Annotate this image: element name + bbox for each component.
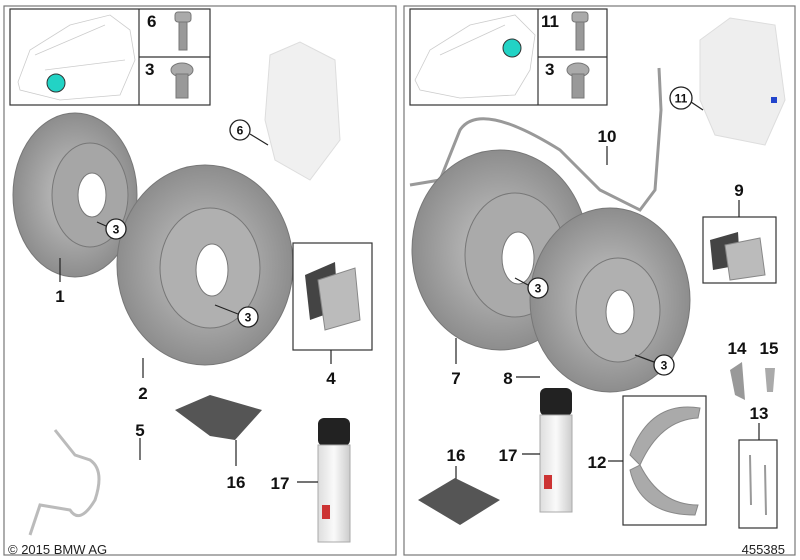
wear-sensor-icon: [28, 429, 101, 536]
inset-label-bolt: 6: [147, 12, 156, 31]
label-disc1: 1: [55, 287, 64, 306]
svg-text:3: 3: [245, 311, 252, 325]
label-pads: 4: [326, 369, 336, 388]
inset-label-plug: 3: [145, 60, 154, 79]
brake-caliper-icon: [264, 41, 341, 181]
left-panel: 6 3 6 3 3 1 2 4 5 16: [3, 5, 397, 557]
callout-disc1-screw: 3: [96, 218, 127, 240]
spray-can-icon: [539, 388, 573, 513]
springs-box: [738, 439, 778, 529]
label-paste: 16: [447, 446, 466, 465]
part14-icon: [730, 362, 745, 400]
label-part15: 15: [760, 339, 779, 358]
label-sensor: 5: [135, 421, 144, 440]
label-paste: 16: [227, 473, 246, 492]
svg-text:6: 6: [237, 124, 244, 138]
m-badge-icon: [771, 97, 777, 103]
brake-disc-2: [116, 164, 294, 366]
paste-sachet-icon: [175, 395, 262, 440]
brake-disc-8: [529, 207, 691, 393]
label-spray: 17: [271, 474, 290, 493]
diagram-id: 455385: [742, 542, 785, 557]
callout-caliper-bolt: 6: [229, 119, 269, 146]
label-shoes: 12: [588, 453, 607, 472]
car-outline-icon: [17, 14, 136, 101]
plug-screw-icon: [566, 62, 590, 99]
brake-caliper-icon: [699, 17, 786, 146]
location-marker-icon: [46, 73, 66, 93]
inset-label-plug: 3: [545, 60, 554, 79]
label-springs: 13: [750, 404, 769, 423]
label-spray: 17: [499, 446, 518, 465]
label-pads: 9: [734, 181, 743, 200]
svg-text:3: 3: [113, 223, 120, 237]
brake-pads-icon: [305, 262, 361, 331]
label-disc8: 8: [503, 369, 512, 388]
svg-text:3: 3: [535, 282, 542, 296]
callout-disc7-screw: 3: [514, 277, 549, 299]
left-frame: [3, 5, 397, 556]
label-part14: 14: [728, 339, 747, 358]
wear-sensor-icon: [409, 67, 663, 212]
label-disc7: 7: [451, 369, 460, 388]
callout-disc2-screw: 3: [214, 304, 259, 328]
label-disc2: 2: [138, 384, 147, 403]
callout-disc8-screw: 3: [634, 354, 675, 376]
paste-sachet-icon: [418, 478, 500, 525]
pads-box: [292, 242, 373, 351]
parking-brake-shoes-icon: [629, 406, 701, 516]
brake-pads-icon: [710, 232, 766, 281]
label-sensor: 10: [598, 127, 617, 146]
right-frame: [403, 5, 796, 556]
svg-text:3: 3: [661, 359, 668, 373]
copyright: © 2015 BMW AG: [8, 542, 107, 557]
spray-can-icon: [317, 418, 351, 543]
springs-icon: [749, 454, 767, 516]
location-marker-icon: [502, 38, 522, 58]
car-outline-icon: [414, 14, 536, 99]
callout-caliper-bolt: 11: [669, 86, 704, 111]
plug-screw-icon: [170, 62, 194, 99]
part15-icon: [765, 368, 775, 392]
right-inset: 11 3: [409, 8, 608, 106]
inset-label-bolt: 11: [541, 12, 559, 31]
right-panel: 11 3 11 3 3 10 9 7 8 14 15: [403, 5, 796, 557]
bolt-icon: [571, 11, 589, 51]
left-inset: 6 3: [9, 8, 211, 106]
svg-text:11: 11: [675, 92, 688, 106]
bolt-icon: [174, 11, 192, 51]
